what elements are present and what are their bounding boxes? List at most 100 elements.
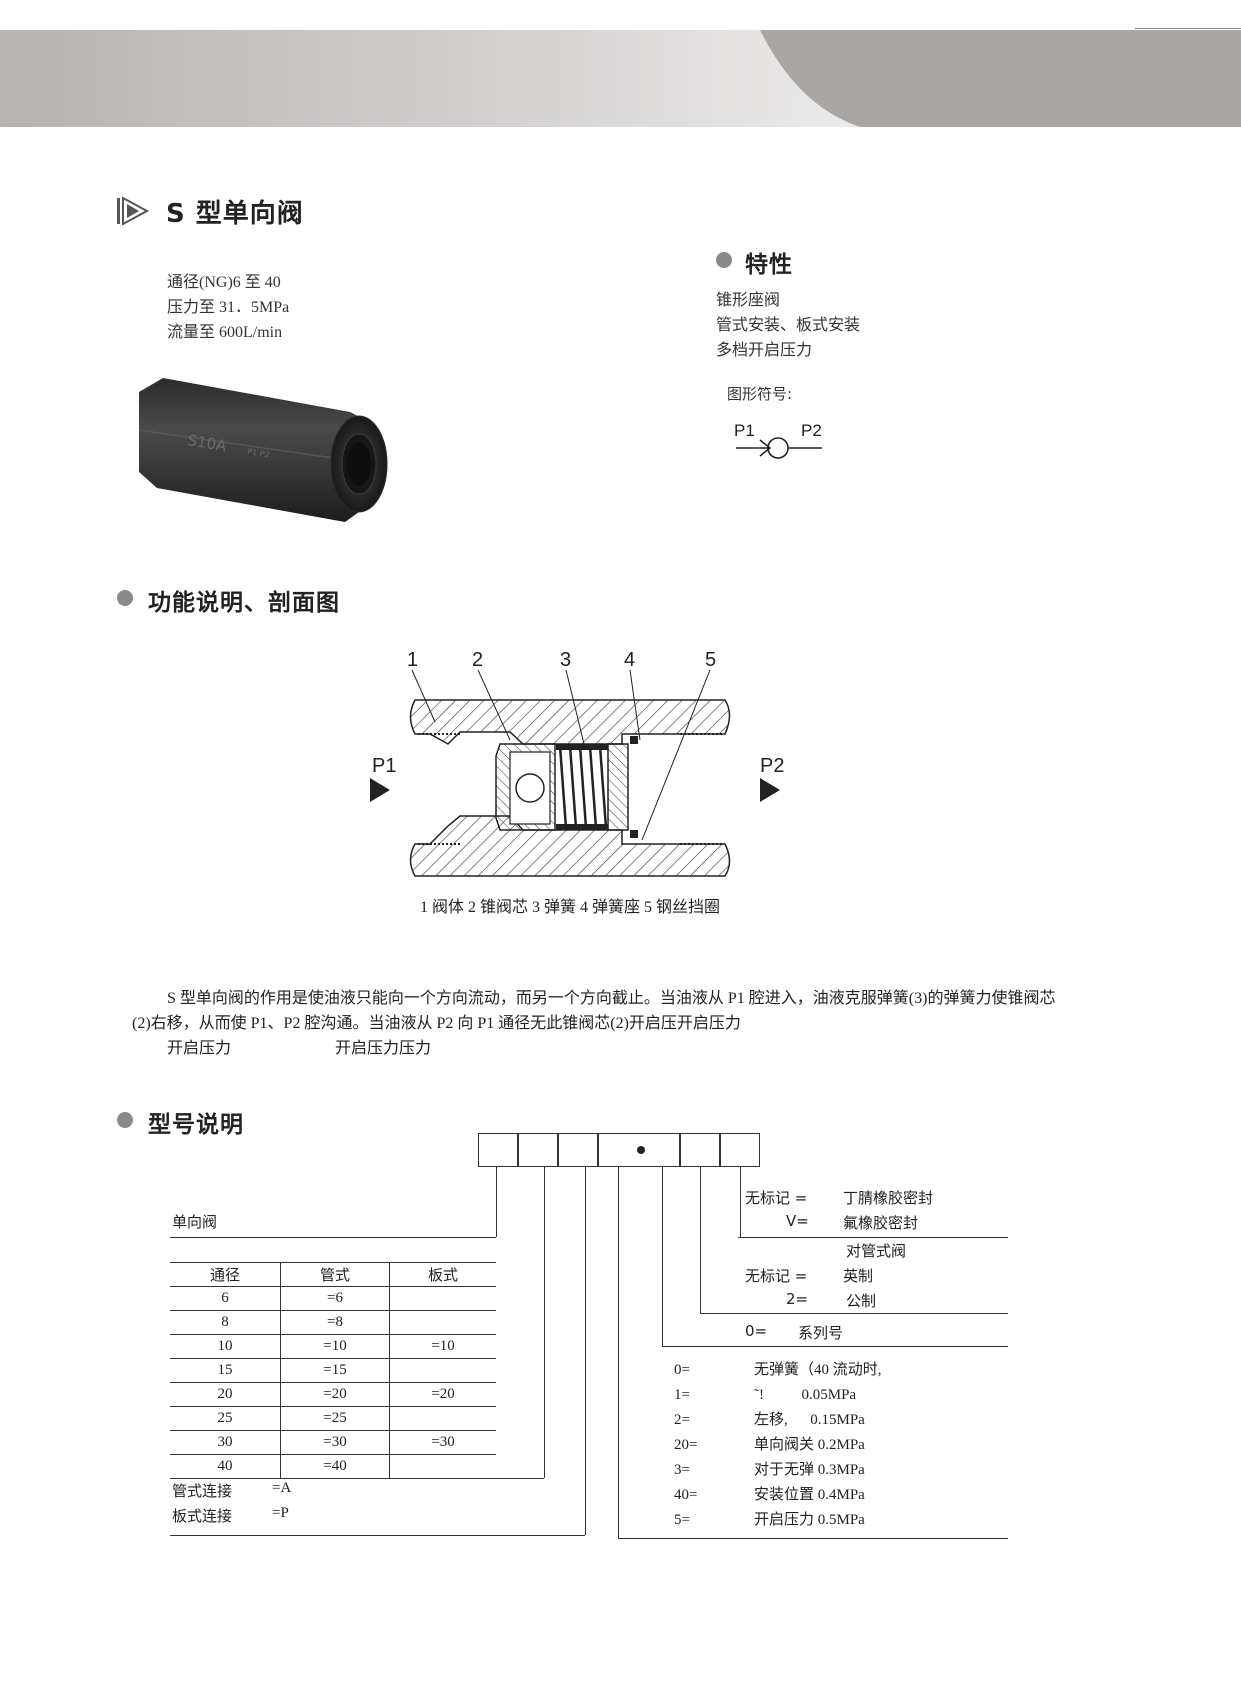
- conn-plate-code: =P: [272, 1505, 289, 1521]
- product-marking-ports: P1 P2: [247, 447, 271, 459]
- code-box: [558, 1133, 598, 1167]
- code-box: [478, 1133, 518, 1167]
- paragraph-fragment: 开启压力: [167, 1040, 232, 1057]
- symbol-p2-label: P2: [801, 421, 822, 440]
- table-cell: 20: [170, 1382, 281, 1407]
- valve-label: 单向阀: [172, 1213, 218, 1231]
- section-heading-model: 型号说明: [148, 1112, 244, 1138]
- spring-key: 5=: [674, 1512, 690, 1528]
- spring-value: 左移, 0.15MPa: [754, 1412, 865, 1428]
- leader-line: [170, 1535, 585, 1536]
- paragraph-line: (2)右移，从而使 P1、P2 腔沟通。当油液从 P2 向 P1 通径无此锥阀芯…: [132, 1015, 741, 1032]
- section-heading-features: 特性: [745, 252, 793, 278]
- symbol-p1-label: P1: [734, 421, 755, 440]
- header-top-line: [1135, 28, 1241, 29]
- spring-value: 无弹簧（40 流动时,: [754, 1362, 882, 1378]
- seal-v-value: 氟橡胶密封: [843, 1214, 919, 1232]
- spec-list: 通径(NG)6 至 40 压力至 31．5MPa 流量至 600L/min: [167, 270, 289, 345]
- callout-3: 3: [560, 649, 571, 671]
- spring-row: 20=单向阀关 0.2MPa: [674, 1433, 882, 1458]
- table-cell: =20: [280, 1382, 390, 1407]
- feature-item: 管式安装、板式安装: [716, 315, 861, 334]
- conn-plate-label: 板式连接: [172, 1507, 233, 1525]
- series-key: 0=: [745, 1322, 768, 1340]
- leader-line: [738, 1237, 1008, 1238]
- conn-pipe-label: 管式连接: [172, 1482, 233, 1500]
- table-cell: =8: [280, 1310, 390, 1335]
- seal-none-value: 丁腈橡胶密封: [843, 1189, 934, 1207]
- table-header-row: 通径 管式 板式: [170, 1262, 496, 1287]
- table-header-cell: 管式: [280, 1262, 390, 1287]
- table-row: 20=20=20: [170, 1382, 496, 1407]
- thread-none-key: 无标记 =: [745, 1267, 808, 1285]
- table-cell: 8: [170, 1310, 281, 1335]
- seal-none-key: 无标记 =: [745, 1189, 808, 1207]
- table-row: 40=40: [170, 1454, 496, 1479]
- spring-value: 单向阀关 0.2MPa: [754, 1437, 865, 1453]
- paragraph-fragment: 开启压力压力: [335, 1040, 432, 1057]
- sectional-drawing: 1 2 3 4 5 P1 P2: [370, 649, 784, 877]
- spring-list: 0=无弹簧（40 流动时, 1=˜! 0.05MPa 2=左移, 0.15MPa…: [674, 1358, 882, 1533]
- conn-pipe-code: =A: [272, 1480, 292, 1496]
- features-list: 锥形座阀 管式安装、板式安装 多档开启压力: [716, 287, 860, 362]
- leader-line: [170, 1237, 496, 1238]
- play-icon: [117, 196, 150, 226]
- check-valve-symbol: P1 P2: [734, 421, 822, 459]
- table-cell: 15: [170, 1358, 281, 1383]
- leader-line: [740, 1167, 741, 1237]
- spring-key: 1=: [674, 1387, 690, 1403]
- page-title: S 型单向阀: [166, 199, 304, 229]
- thread-2-value: 公制: [846, 1292, 877, 1310]
- table-cell: 30: [170, 1430, 281, 1455]
- spring-value: 对于无弹 0.3MPa: [754, 1462, 865, 1478]
- table-header-cell: 板式: [389, 1262, 496, 1287]
- symbol-label: 图形符号:: [727, 385, 793, 403]
- function-paragraph: S 型单向阀的作用是使油液只能向一个方向流动，而另一个方向截止。当油液从 P1 …: [132, 986, 1132, 1061]
- spring-key: 40=: [674, 1487, 698, 1503]
- code-box: [720, 1133, 760, 1167]
- leader-line: [585, 1167, 586, 1535]
- table-cell: [389, 1310, 496, 1335]
- thread-note: 对管式阀: [846, 1242, 907, 1260]
- callout-1: 1: [407, 649, 418, 671]
- leader-line: [618, 1167, 619, 1538]
- spring-row: 5=开启压力 0.5MPa: [674, 1508, 882, 1533]
- table-row: 6=6: [170, 1286, 496, 1311]
- leader-line: [700, 1167, 701, 1313]
- table-cell: 10: [170, 1334, 281, 1359]
- table-cell: =10: [389, 1334, 496, 1359]
- flow-arrow-icon: [370, 778, 390, 802]
- callout-2: 2: [472, 649, 483, 671]
- leader-line: [496, 1167, 497, 1237]
- header-banner-curve: [740, 30, 1241, 127]
- table-cell: =25: [280, 1406, 390, 1431]
- leader-line: [700, 1313, 1008, 1314]
- callout-5: 5: [705, 649, 716, 671]
- product-photo: S10A P1 P2: [138, 378, 388, 522]
- code-box: [680, 1133, 720, 1167]
- leader-line: [496, 1478, 544, 1479]
- spring-key: 2=: [674, 1412, 690, 1428]
- paragraph-line: 开启压力 开启压力压力: [132, 1036, 1132, 1061]
- separator-dot: [637, 1146, 645, 1154]
- table-row: 15=15: [170, 1358, 496, 1383]
- table-cell: [389, 1454, 496, 1479]
- port-p1-label: P1: [372, 755, 396, 777]
- spring-key: 3=: [674, 1462, 690, 1478]
- table-cell: 40: [170, 1454, 281, 1479]
- thread-2-key: 2=: [786, 1290, 809, 1308]
- table-cell: =20: [389, 1382, 496, 1407]
- spring-row: 40=安装位置 0.4MPa: [674, 1483, 882, 1508]
- table-cell: [389, 1286, 496, 1311]
- feature-item: 锥形座阀: [716, 290, 781, 309]
- series-value: 系列号: [798, 1324, 844, 1342]
- spring-row: 0= 无弹簧（40 流动时,: [674, 1358, 882, 1383]
- table-cell: 25: [170, 1406, 281, 1431]
- table-cell: =15: [280, 1358, 390, 1383]
- port-p2-label: P2: [760, 755, 784, 777]
- leader-line: [544, 1167, 545, 1478]
- table-cell: [389, 1406, 496, 1431]
- paragraph-line: S 型单向阀的作用是使油液只能向一个方向流动，而另一个方向截止。当油液从 P1 …: [167, 990, 1056, 1007]
- table-cell: 6: [170, 1286, 281, 1311]
- spring-key: 0=: [674, 1362, 690, 1378]
